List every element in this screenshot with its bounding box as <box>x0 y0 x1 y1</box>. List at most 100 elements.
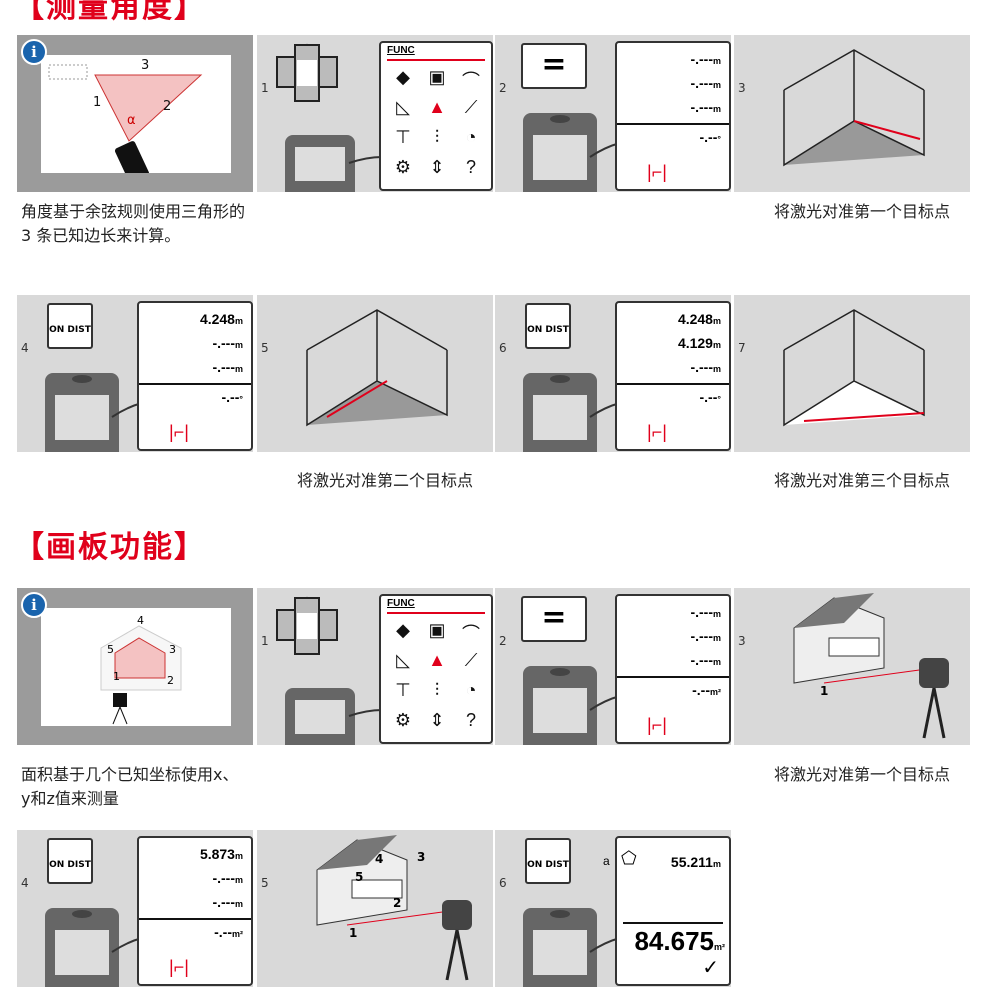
point-label: 4 <box>375 852 384 866</box>
caption: 将激光对准第三个目标点 <box>773 471 950 490</box>
device-display: 4.248m-.---m-.---m-.--°|⌐| <box>137 301 253 451</box>
display-unit: m <box>234 340 243 350</box>
house-scene <box>793 593 949 739</box>
diagram-label: 3 <box>141 58 150 73</box>
function-icon[interactable]: ⫶ <box>434 127 440 147</box>
diagram-label: 1 <box>93 95 102 110</box>
function-icon[interactable]: ▲ <box>428 97 446 117</box>
display-unit: m <box>234 899 243 909</box>
point-label: 2 <box>393 896 402 910</box>
function-icon[interactable]: ⊤ <box>395 127 411 147</box>
function-icon[interactable]: ▲ <box>428 650 446 670</box>
display-row: -.---m <box>212 359 243 375</box>
diagram-label: 2 <box>163 99 172 114</box>
display-unit: m² <box>232 929 243 939</box>
display-value: 55.211 <box>670 854 713 870</box>
pressed-key: = <box>521 596 587 642</box>
function-icon[interactable]: ▣ <box>428 67 446 87</box>
function-icon[interactable]: ⟋ <box>464 650 478 670</box>
polygon-icon: ⬠ <box>621 848 637 868</box>
display-unit: m² <box>710 687 721 697</box>
function-icon[interactable]: ⊤ <box>395 680 411 700</box>
diagram-label: 5 <box>107 643 114 656</box>
display-value: 84.675 <box>634 926 714 956</box>
room-scene <box>783 49 925 167</box>
function-icon[interactable]: ◺ <box>396 650 410 670</box>
display-value: -.-- <box>699 389 718 405</box>
function-indicator: |⌐| <box>647 422 667 442</box>
function-icon[interactable]: ? <box>465 157 476 177</box>
display-value: -.--- <box>212 870 235 886</box>
step-number: 6 <box>499 341 507 355</box>
keypad-illustration <box>276 43 383 192</box>
function-icon[interactable]: ⌒ <box>462 71 480 91</box>
display-value: -.--- <box>690 628 713 644</box>
display-value: -.--- <box>690 99 713 115</box>
triangle-diagram <box>48 64 203 173</box>
display-result: -.--m² <box>214 924 243 940</box>
function-icon[interactable]: ⚙ <box>394 157 412 177</box>
func-label: FUNC <box>387 598 415 609</box>
function-menu-screen: FUNC◆▣⌒◺▲⟋⊤⫶◔⚙⇕? <box>379 41 493 191</box>
pressed-key: ON DIST <box>525 838 571 884</box>
device-illustration <box>45 373 143 452</box>
diagram-label: 2 <box>167 674 174 687</box>
display-row: -.---m <box>690 652 721 668</box>
display-unit: m <box>712 80 721 90</box>
function-indicator: |⌐| <box>169 422 189 442</box>
function-icon[interactable]: ⫶ <box>434 680 440 700</box>
info-icon: i <box>21 592 47 618</box>
function-icon[interactable]: ◺ <box>396 97 410 117</box>
pressed-key: = <box>521 43 587 89</box>
display-row: -.---m <box>690 359 721 375</box>
display-row: -.---m <box>690 99 721 115</box>
function-icon[interactable]: ◔ <box>465 127 477 147</box>
display-unit: m <box>234 851 243 861</box>
display-unit: m <box>712 104 721 114</box>
display-value: -.-- <box>214 924 232 940</box>
step-number: 2 <box>499 634 507 648</box>
display-unit: ° <box>239 394 243 404</box>
display-value: -.--- <box>212 359 235 375</box>
caption: 将激光对准第二个目标点 <box>296 471 473 490</box>
display-divider <box>139 383 251 385</box>
pressed-key: ON DIST <box>47 838 93 884</box>
display-value: -.-- <box>221 389 240 405</box>
function-icon[interactable]: ⌒ <box>462 624 480 644</box>
step-panel: 7 <box>734 295 970 452</box>
function-icon[interactable]: ◔ <box>465 680 477 700</box>
display-value: -.--- <box>690 75 713 91</box>
display-row: -.---m <box>690 604 721 620</box>
function-indicator: |⌐| <box>647 715 667 735</box>
point-label: 5 <box>355 870 364 884</box>
confirm-icon[interactable]: ✓ <box>702 957 719 979</box>
function-icon[interactable]: ◆ <box>396 620 410 640</box>
function-icon[interactable]: ◆ <box>396 67 410 87</box>
function-icon[interactable]: ? <box>465 710 476 730</box>
function-icon[interactable]: ⇕ <box>429 157 445 177</box>
step-number: 5 <box>261 341 269 355</box>
display-unit: m² <box>714 942 725 952</box>
point-label: 1 <box>349 926 358 940</box>
display-row: -.---m <box>690 75 721 91</box>
display-value: 4.248 <box>199 311 235 327</box>
device-display: -.---m-.---m-.---m-.--°|⌐| <box>615 41 731 191</box>
device-illustration <box>45 908 143 987</box>
display-unit: m <box>712 340 721 350</box>
point-label: a <box>603 854 610 868</box>
display-unit: m <box>712 56 721 66</box>
function-icon[interactable]: ▣ <box>428 620 446 640</box>
function-icon[interactable]: ⟋ <box>464 97 478 117</box>
function-icon[interactable]: ⇕ <box>429 710 445 730</box>
function-icon[interactable]: ⚙ <box>394 710 412 730</box>
section-title: 【画板功能】 <box>14 530 206 565</box>
